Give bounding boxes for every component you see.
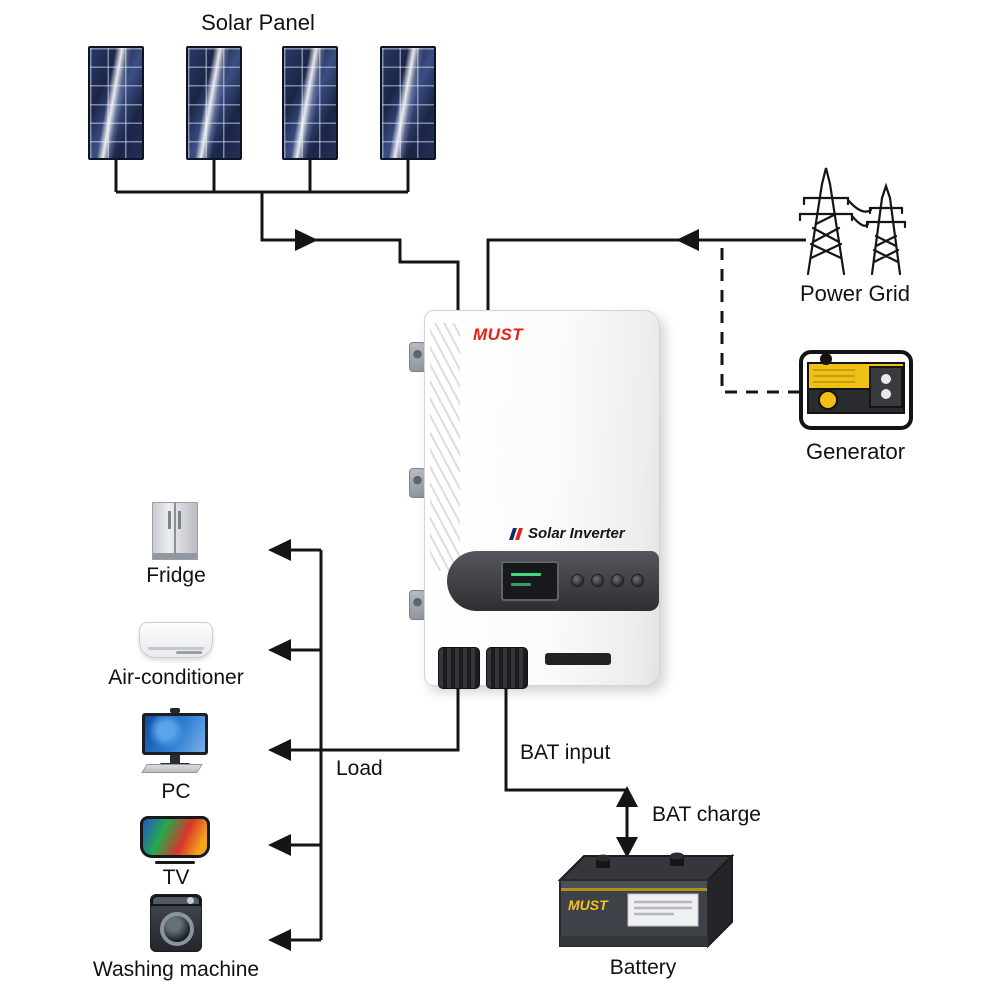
battery-charge-down-arrow <box>616 837 638 858</box>
pv-flow-arrow <box>295 229 318 251</box>
bat-charge-label: BAT charge <box>652 803 761 826</box>
solar-panel-label: Solar Panel <box>201 10 315 35</box>
fridge-base <box>153 553 197 559</box>
inverter-product-name: Solar Inverter <box>509 525 625 542</box>
inverter-product-label: Solar Inverter <box>528 525 625 542</box>
webcam-icon <box>170 708 180 713</box>
grid-flow-arrow <box>676 229 699 251</box>
washer-door <box>160 912 194 946</box>
fridge-arrow <box>268 539 291 561</box>
tv-icon <box>140 816 210 866</box>
air-conditioner-arrow <box>268 639 291 661</box>
washing-machine-arrow <box>268 929 291 951</box>
load-output-line <box>282 685 460 752</box>
pc-stand <box>170 755 180 763</box>
display-text-line <box>511 573 541 576</box>
washing-machine-label: Washing machine <box>92 958 260 981</box>
generator-label: Generator <box>805 439 906 464</box>
battery-brand-label: MUST <box>568 897 609 913</box>
inverter-display-screen <box>501 561 559 601</box>
inverter-button <box>631 574 644 587</box>
inverter-button <box>591 574 604 587</box>
brand-glyph-icon <box>509 527 523 541</box>
solar-panel-icon <box>88 46 144 160</box>
bat-input-label: BAT input <box>520 741 611 764</box>
tv-base <box>155 861 195 864</box>
pc-keyboard <box>141 764 203 773</box>
fridge-icon <box>152 502 198 560</box>
solar-panel-icon <box>186 46 242 160</box>
generator-icon <box>799 350 913 430</box>
inverter-vents <box>430 323 460 571</box>
grid-to-inverter-line <box>486 238 806 312</box>
display-text-line <box>511 583 531 586</box>
air-conditioner-label: Air-conditioner <box>108 666 244 689</box>
washer-dial <box>187 897 194 904</box>
inverter-vent-slot <box>545 653 611 665</box>
fridge-handle <box>168 511 171 529</box>
washing-machine-icon <box>150 894 202 952</box>
inverter-terminal-block <box>438 647 480 689</box>
air-conditioner-icon <box>139 622 213 658</box>
inverter-button <box>611 574 624 587</box>
solar-panel-icon <box>380 46 436 160</box>
fridge-label: Fridge <box>146 564 206 587</box>
load-label: Load <box>336 757 383 780</box>
tv-label: TV <box>162 866 190 889</box>
inverter-body: MUST Solar Inverter <box>424 310 660 689</box>
tv-arrow <box>268 834 291 856</box>
inverter-brand-logo: MUST <box>473 325 524 344</box>
air-conditioner-flap <box>176 651 202 654</box>
solar-panel-icon <box>282 46 338 160</box>
pc-arrow <box>268 739 291 761</box>
inverter-button <box>571 574 584 587</box>
pv-to-inverter-line <box>260 192 460 312</box>
battery-input-line <box>504 685 627 792</box>
pc-icon <box>141 708 208 774</box>
power-grid-label: Power Grid <box>799 281 911 306</box>
fridge-divider <box>174 503 176 559</box>
fridge-handle <box>178 511 181 529</box>
generator-to-grid-dashed-line <box>720 240 800 394</box>
solar-panel-bus-line <box>114 160 410 194</box>
solar-inverter: MUST Solar Inverter <box>409 310 660 689</box>
pc-screen <box>145 716 205 752</box>
load-branch-lines <box>282 548 321 942</box>
power-grid-icon <box>798 167 907 276</box>
air-conditioner-vent <box>148 647 204 650</box>
inverter-terminal-block <box>486 647 528 689</box>
battery-icon: MUST <box>557 852 735 949</box>
battery-label: Battery <box>609 956 677 979</box>
washer-control-panel <box>151 895 201 906</box>
pc-monitor <box>142 713 208 755</box>
battery-charge-up-arrow <box>616 786 638 807</box>
tv-screen <box>140 816 210 858</box>
pc-label: PC <box>161 780 191 803</box>
